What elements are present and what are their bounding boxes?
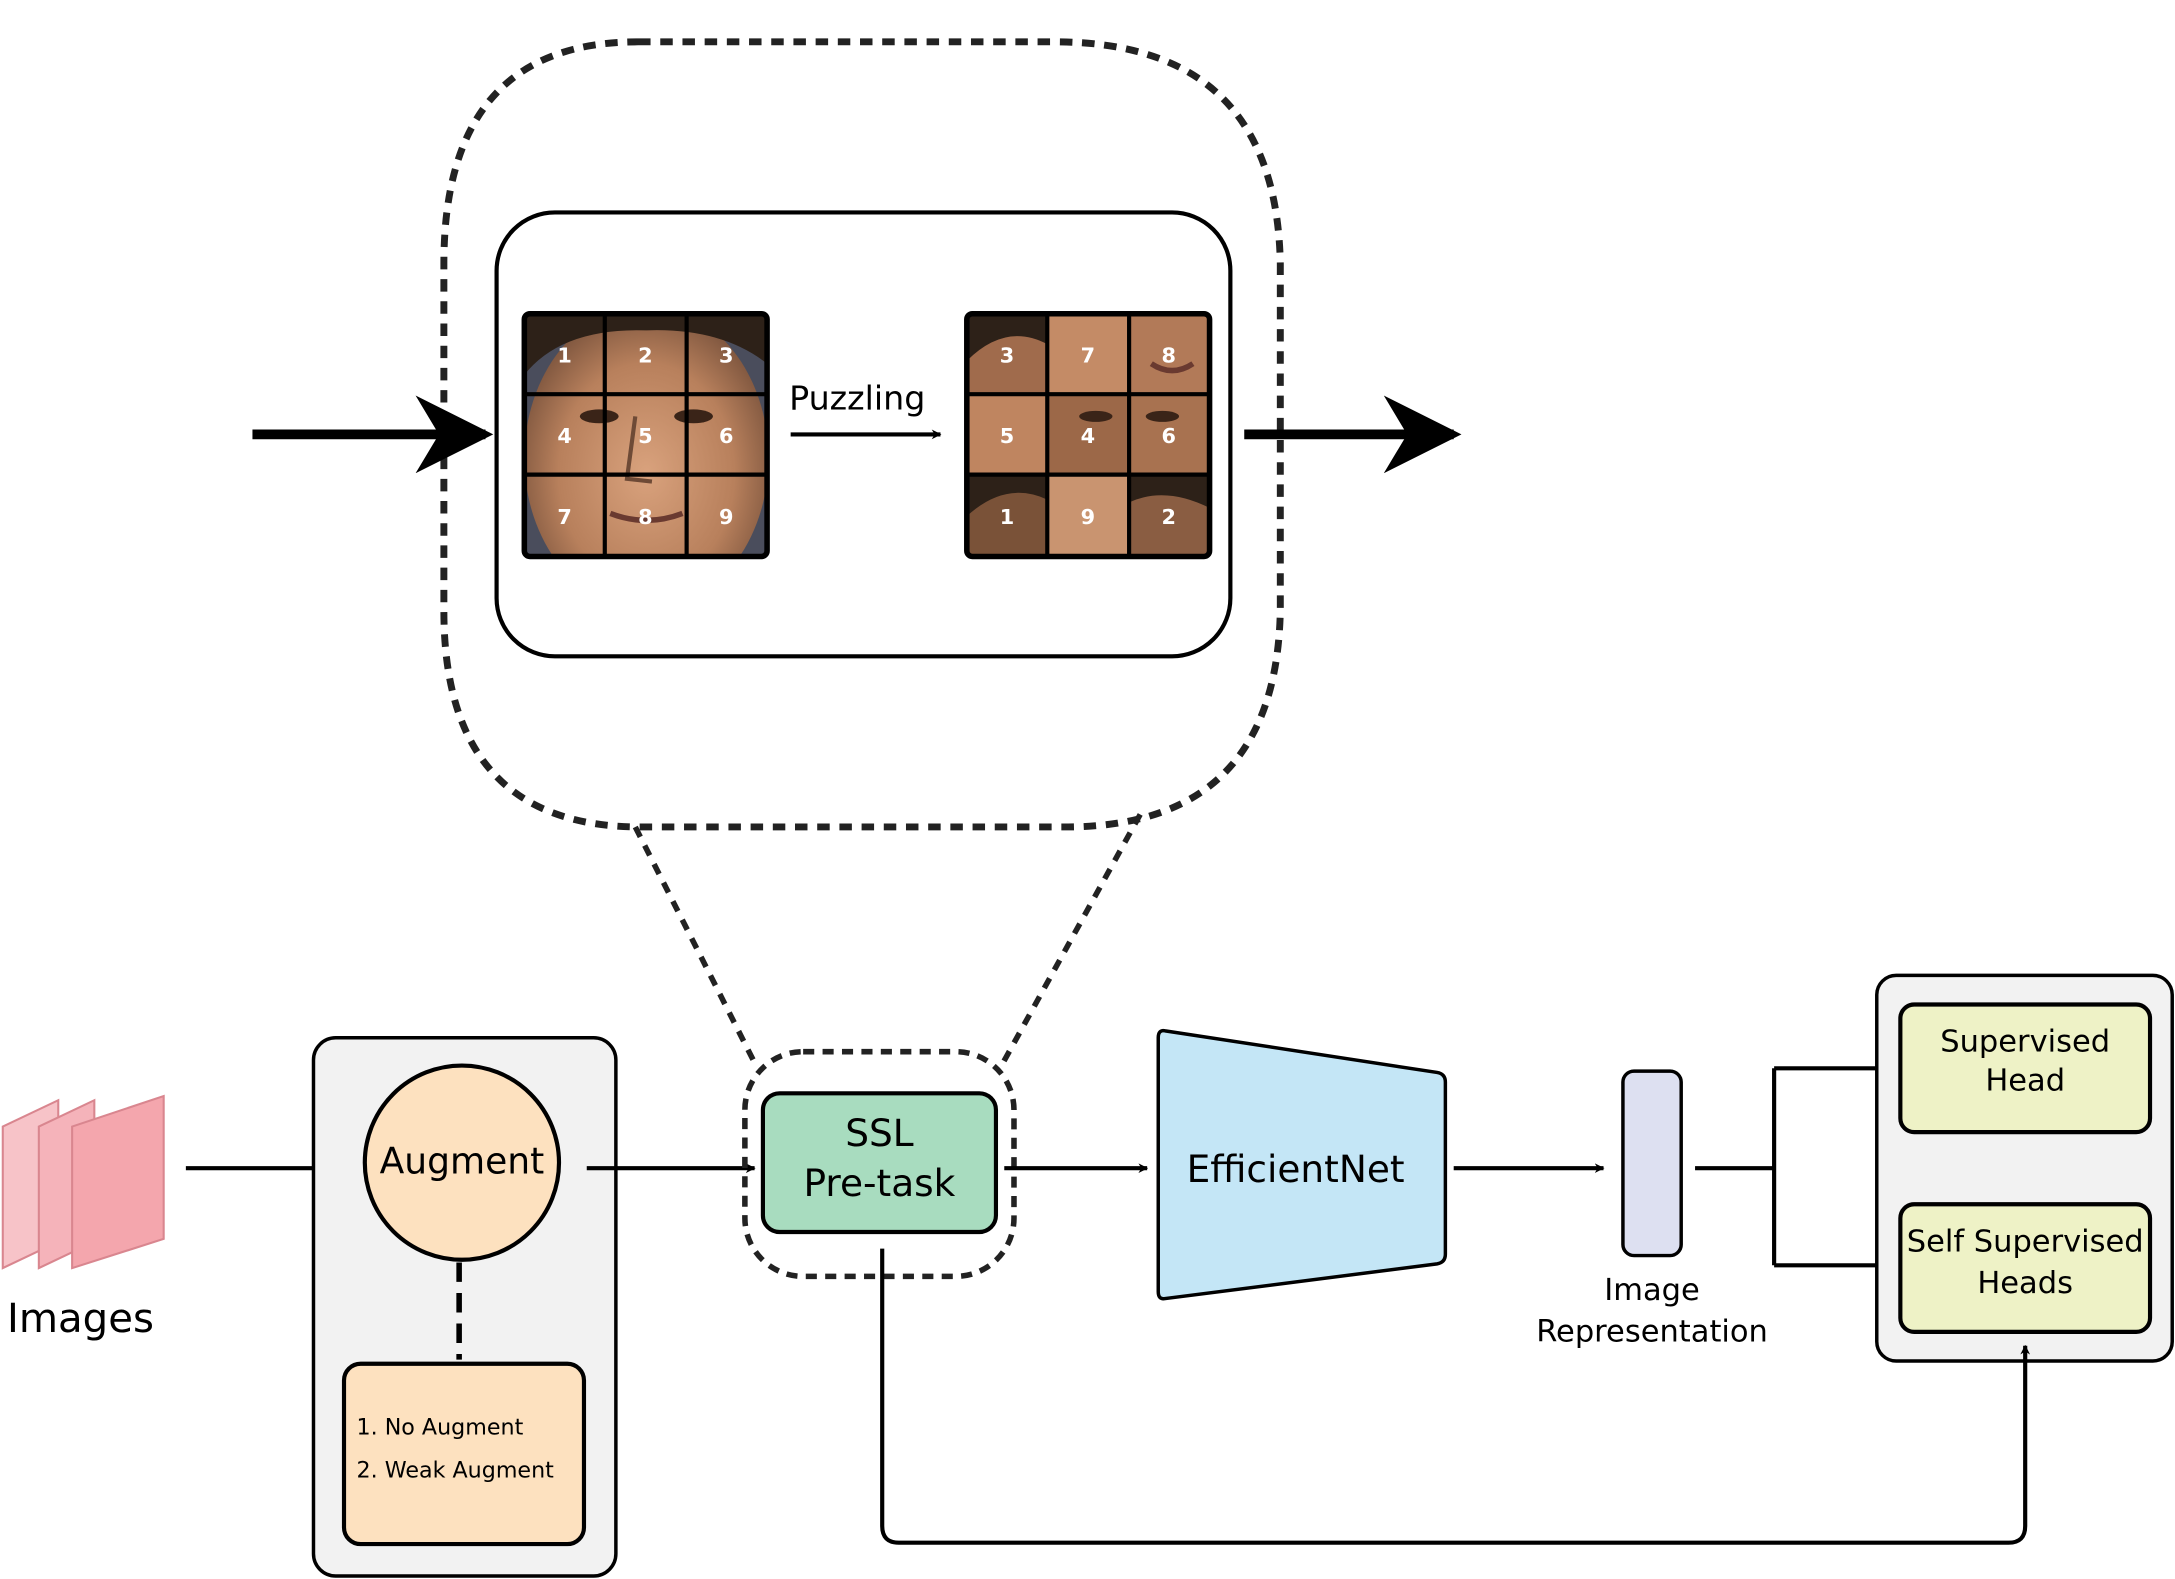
image-representation-block xyxy=(1621,1069,1683,1258)
ssl-label-line1: SSL xyxy=(845,1111,914,1155)
shuffled-grid-lines xyxy=(966,313,1210,557)
puzzle-tile-number: 4 xyxy=(557,424,571,448)
augment-label: Augment xyxy=(380,1141,545,1183)
zoom-dashed-outline xyxy=(440,38,1284,831)
zoom-connector-left xyxy=(632,825,759,1067)
self-supervised-heads-line1: Self Supervised xyxy=(1907,1224,2144,1259)
puzzle-tile-number: 2 xyxy=(1162,505,1176,529)
supervised-head-line1: Supervised xyxy=(1940,1025,2110,1060)
puzzle-tile-number: 1 xyxy=(557,343,571,367)
arrow-representation-to-heads xyxy=(1695,1068,1777,1266)
augment-options-box xyxy=(341,1361,587,1547)
ssl-pretask-box xyxy=(760,1091,999,1235)
puzzle-tile-number: 6 xyxy=(1162,424,1176,448)
shuffled-grid-border xyxy=(964,310,1213,560)
ssl-label-line2: Pre-task xyxy=(804,1161,956,1205)
puzzle-tile-number: 2 xyxy=(638,343,652,367)
images-stack-icon xyxy=(1,1094,165,1270)
zoom-connector-right xyxy=(999,813,1143,1067)
representation-label-line1: Image xyxy=(1604,1273,1700,1308)
augment-option-1: 1. No Augment xyxy=(356,1415,523,1441)
original-face-image xyxy=(524,313,768,557)
arrow-ssl-to-self-supervised-heads xyxy=(880,1248,2031,1545)
self-supervised-heads-line2: Heads xyxy=(1977,1266,2073,1301)
original-grid-lines xyxy=(524,313,768,557)
puzzle-tile-number: 5 xyxy=(1000,424,1014,448)
ssl-dotted-outline xyxy=(742,1048,1017,1280)
efficientnet-block xyxy=(1156,1028,1448,1301)
self-supervised-heads-box xyxy=(1898,1202,2153,1334)
supervised-head-box xyxy=(1898,1002,2153,1135)
images-label: Images xyxy=(7,1296,154,1342)
puzzling-label: Puzzling xyxy=(789,378,925,417)
representation-label-line2: Representation xyxy=(1536,1315,1768,1350)
puzzle-tile-number: 9 xyxy=(1081,505,1095,529)
puzzle-tile-number: 5 xyxy=(638,424,652,448)
puzzle-tile-number: 8 xyxy=(1162,343,1176,367)
puzzle-tile-number: 7 xyxy=(1081,343,1095,367)
puzzle-tile-number: 9 xyxy=(719,505,733,529)
puzzle-tile-number: 3 xyxy=(719,343,733,367)
puzzle-tile-number: 1 xyxy=(1000,505,1014,529)
puzzle-tile-number: 6 xyxy=(719,424,733,448)
efficientnet-label: EfficientNet xyxy=(1187,1147,1405,1191)
original-grid-border xyxy=(521,310,770,560)
augment-option-2: 2. Weak Augment xyxy=(356,1458,554,1484)
puzzle-tile-number: 3 xyxy=(1000,343,1014,367)
puzzle-tile-number: 7 xyxy=(557,505,571,529)
shuffled-face-image xyxy=(966,313,1210,557)
puzzle-tile-number: 8 xyxy=(638,505,652,529)
supervised-head-line2: Head xyxy=(1985,1064,2065,1099)
puzzle-tile-number: 4 xyxy=(1081,424,1095,448)
augment-circle xyxy=(362,1063,562,1262)
